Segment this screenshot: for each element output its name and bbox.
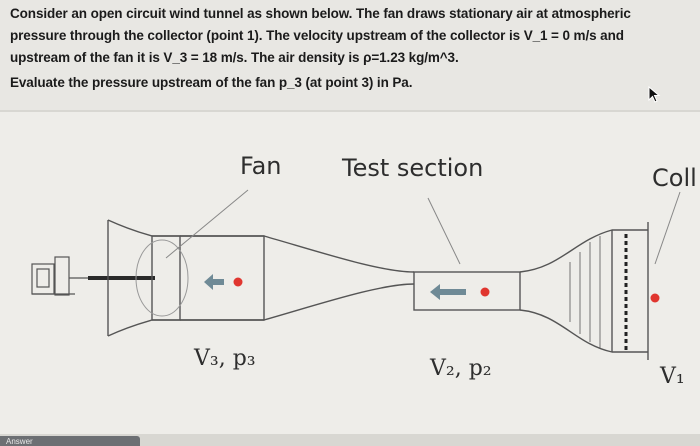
wind-tunnel-figure: Fan Test section Coll V₃, p₃ V₂, p₂ V₁ <box>0 112 700 434</box>
collector-leader-line <box>654 191 681 265</box>
point-3-symbol: V₃, p₃ <box>194 346 256 371</box>
answer-tab[interactable]: Answer <box>0 436 140 446</box>
point-2-dot <box>480 287 490 297</box>
answer-tab-label: Answer <box>6 437 33 446</box>
test-section-leader-line <box>427 197 461 265</box>
point-2-symbol: V₂, p₂ <box>430 356 492 381</box>
question-line-1: Consider an open circuit wind tunnel as … <box>10 6 631 21</box>
mouse-pointer-icon <box>648 86 661 103</box>
point-1-dot <box>650 293 660 303</box>
motor-icon <box>31 256 90 296</box>
question-line-4: Evaluate the pressure upstream of the fa… <box>10 75 413 90</box>
flow-arrow-3-icon <box>204 274 224 290</box>
point-3-dot <box>233 277 243 287</box>
test-section-label: Test section <box>342 154 484 182</box>
point-1-symbol: V₁ <box>660 364 685 389</box>
wind-tunnel-diagram <box>31 189 681 360</box>
fan-disk <box>135 239 189 317</box>
question-line-3: upstream of the fan it is V_3 = 18 m/s. … <box>10 50 459 65</box>
question-line-2: pressure through the collector (point 1)… <box>10 28 624 43</box>
collector-label: Coll <box>652 164 697 192</box>
fan-leader-line <box>165 189 249 259</box>
question-panel: Consider an open circuit wind tunnel as … <box>0 0 700 110</box>
flow-arrow-2-icon <box>430 284 466 300</box>
tunnel-outline <box>107 219 649 360</box>
fan-label: Fan <box>240 152 282 180</box>
